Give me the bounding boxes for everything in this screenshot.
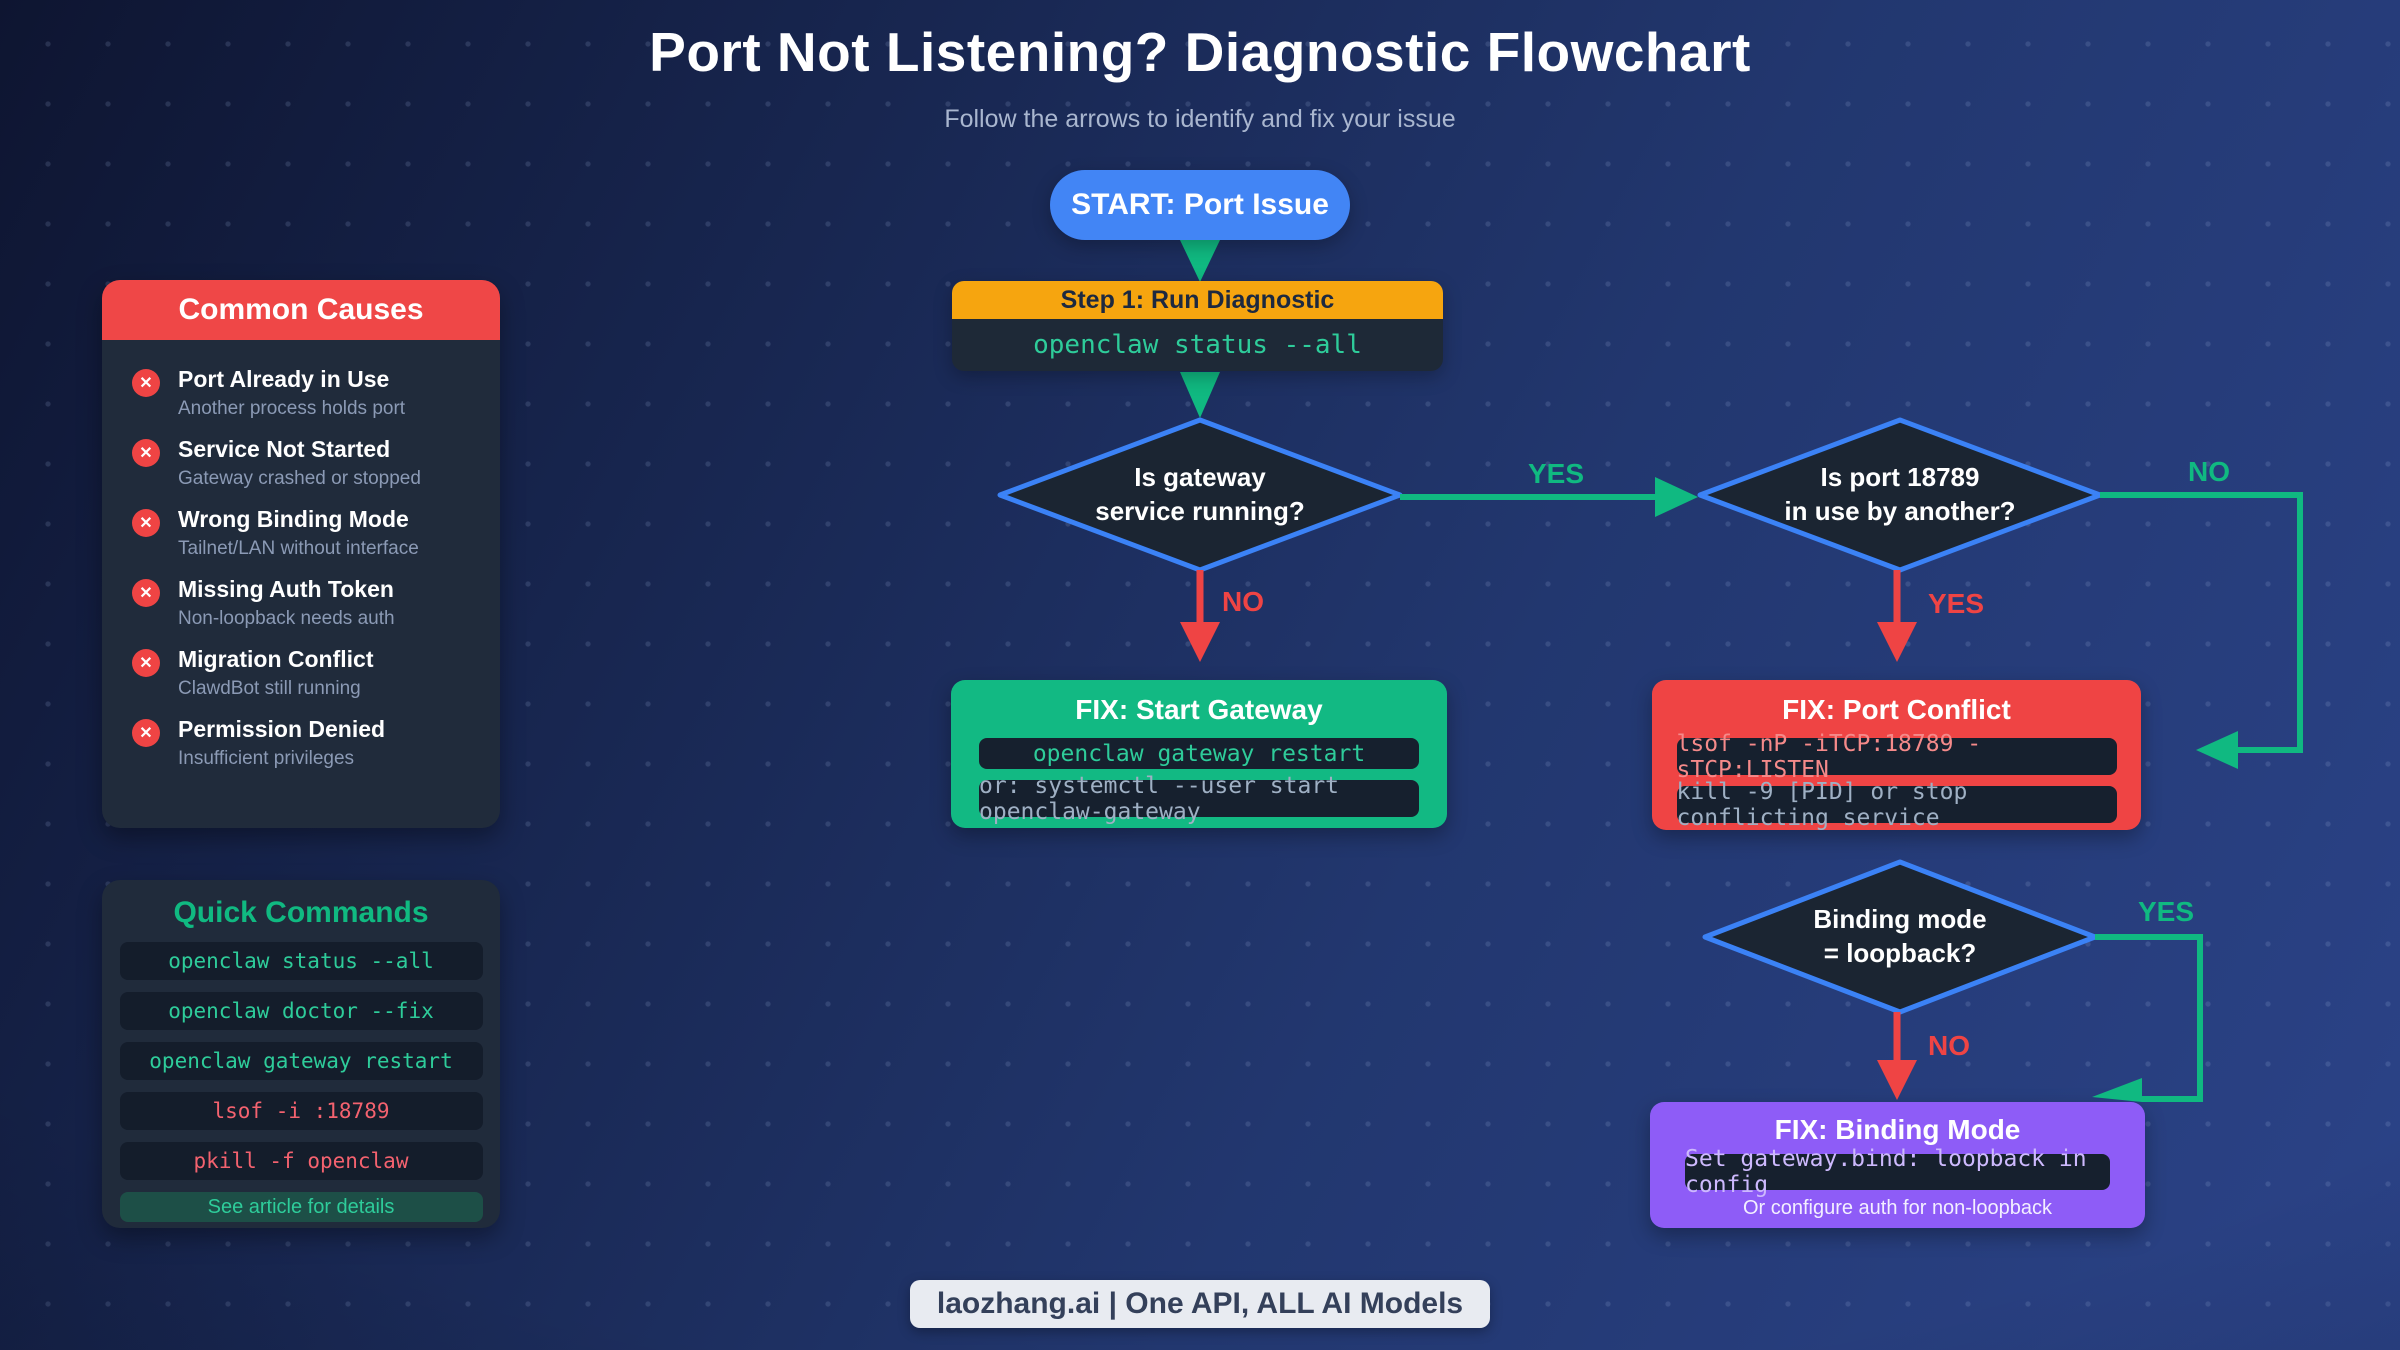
decision-gateway-label: Is gateway service running? [1095, 462, 1305, 526]
fix-port-conflict-title: FIX: Port Conflict [1782, 694, 2011, 725]
step1-title: Step 1: Run Diagnostic [952, 281, 1443, 319]
x-circle-icon: ✕ [132, 439, 160, 467]
fix-start-gateway-box: FIX: Start Gateway openclaw gateway rest… [951, 680, 1447, 828]
label-gateway-yes: YES [1528, 458, 1585, 489]
cause-item: ✕ Migration Conflict ClawdBot still runn… [132, 646, 500, 716]
fix-start-gateway-title: FIX: Start Gateway [1075, 694, 1323, 725]
start-node: START: Port Issue [1050, 170, 1350, 240]
step1-command: openclaw status --all [1033, 330, 1362, 360]
cause-item: ✕ Missing Auth Token Non-loopback needs … [132, 576, 500, 646]
x-circle-icon: ✕ [132, 649, 160, 677]
common-causes-panel: Common Causes ✕ Port Already in Use Anot… [102, 280, 500, 828]
footer-brand-pill: laozhang.ai | One API, ALL AI Models [910, 1280, 1490, 1328]
arrow-start-to-step1 [1180, 240, 1220, 282]
fix-port-conflict-cmd1: lsof -nP -iTCP:18789 -sTCP:LISTEN [1676, 731, 2117, 783]
quick-command-pill: pkill -f openclaw [119, 1142, 483, 1180]
cause-item: ✕ Port Already in Use Another process ho… [132, 366, 500, 436]
quick-command-pill: openclaw gateway restart [119, 1042, 483, 1080]
fix-port-conflict-box: FIX: Port Conflict lsof -nP -iTCP:18789 … [1652, 680, 2141, 831]
decision-port-label: Is port 18789 in use by another? [1784, 462, 2016, 526]
quick-commands-panel: Quick Commands openclaw status --all ope… [102, 880, 500, 1228]
label-port-yes: YES [1928, 588, 1985, 619]
common-causes-list: ✕ Port Already in Use Another process ho… [102, 340, 500, 786]
page-subtitle: Follow the arrows to identify and fix yo… [944, 105, 1456, 133]
common-causes-header: Common Causes [102, 280, 500, 340]
quick-commands-header: Quick Commands [173, 896, 429, 929]
x-circle-icon: ✕ [132, 509, 160, 537]
fix-start-gateway-cmd2: or: systemctl --user start openclaw-gate… [979, 773, 1419, 825]
label-port-no: NO [2188, 456, 2230, 487]
step1-node: Step 1: Run Diagnostic openclaw status -… [952, 281, 1443, 371]
page-title: Port Not Listening? Diagnostic Flowchart [649, 21, 1751, 83]
arrow-step1-to-gateway [1180, 372, 1220, 418]
x-circle-icon: ✕ [132, 719, 160, 747]
decision-binding-label: Binding mode = loopback? [1813, 904, 1987, 968]
fix-start-gateway-cmd1: openclaw gateway restart [979, 738, 1419, 769]
cause-item: ✕ Wrong Binding Mode Tailnet/LAN without… [132, 506, 500, 576]
quick-command-pill: openclaw status --all [119, 942, 483, 980]
label-binding-yes: YES [2138, 896, 2195, 927]
arrowhead-port-no [2196, 731, 2238, 769]
cause-item: ✕ Service Not Started Gateway crashed or… [132, 436, 500, 506]
x-circle-icon: ✕ [132, 579, 160, 607]
arrowhead-gateway-yes [1655, 477, 1698, 517]
fix-port-conflict-cmd2: kill -9 [PID] or stop conflicting servic… [1676, 779, 2117, 831]
label-gateway-no: NO [1222, 586, 1264, 617]
arrowhead-gateway-no [1180, 622, 1220, 662]
x-circle-icon: ✕ [132, 369, 160, 397]
quick-command-pill: lsof -i :18789 [119, 1092, 483, 1130]
arrowhead-port-yes [1877, 622, 1917, 662]
see-article-button[interactable]: See article for details [119, 1192, 483, 1222]
quick-command-pill: openclaw doctor --fix [119, 992, 483, 1030]
cause-item: ✕ Permission Denied Insufficient privile… [132, 716, 500, 786]
arrowhead-binding-no [1877, 1060, 1917, 1100]
arrowhead-binding-yes [2092, 1078, 2142, 1102]
label-binding-no: NO [1928, 1030, 1970, 1061]
edge-binding-yes [2095, 934, 2203, 1102]
